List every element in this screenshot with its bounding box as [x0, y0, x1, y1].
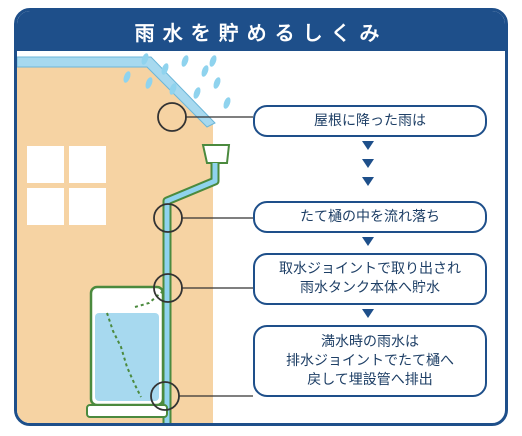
arrow-down-icon [362, 237, 374, 246]
step-1-box: 屋根に降った雨は [253, 105, 487, 137]
arrow-down-icon [362, 141, 374, 150]
step-3-line-2: 雨水タンク本体へ貯水 [300, 280, 440, 296]
highlight-circles [150, 102, 187, 411]
title-bar: 雨水を貯めるしくみ [17, 11, 505, 51]
rain-tank [86, 285, 168, 418]
window [27, 146, 106, 225]
diagram-title: 雨水を貯めるしくみ [134, 20, 388, 45]
step-3-box: 取水ジョイントで取り出され 雨水タンク本体へ貯水 [253, 253, 487, 305]
arrow-down-icon [362, 177, 374, 186]
arrow-down-icon [362, 159, 374, 168]
step-3-line-1: 取水ジョイントで取り出され [279, 261, 461, 277]
roof [17, 56, 216, 128]
rain-drops [123, 53, 231, 109]
step-2-line-1: たて樋の中を流れ落ち [300, 208, 440, 225]
step-4-line-2: 排水ジョイントでたて樋へ [286, 352, 454, 369]
arrow-down-icon [362, 309, 374, 318]
step-4-line-1: 満水時の雨水は [321, 333, 419, 350]
diagram-frame: 雨水を貯めるしくみ [14, 8, 508, 426]
connector-lines [179, 116, 253, 397]
step-4-box: 満水時の雨水は 排水ジョイントでたて樋へ 戻して埋設管へ排出 [253, 325, 487, 397]
step-1-line-1: 屋根に降った雨は [314, 112, 426, 129]
step-2-box: たて樋の中を流れ落ち [253, 201, 487, 233]
gutter [201, 144, 231, 164]
step-4-line-3: 戻して埋設管へ排出 [307, 371, 433, 388]
house-illustration [17, 53, 253, 423]
